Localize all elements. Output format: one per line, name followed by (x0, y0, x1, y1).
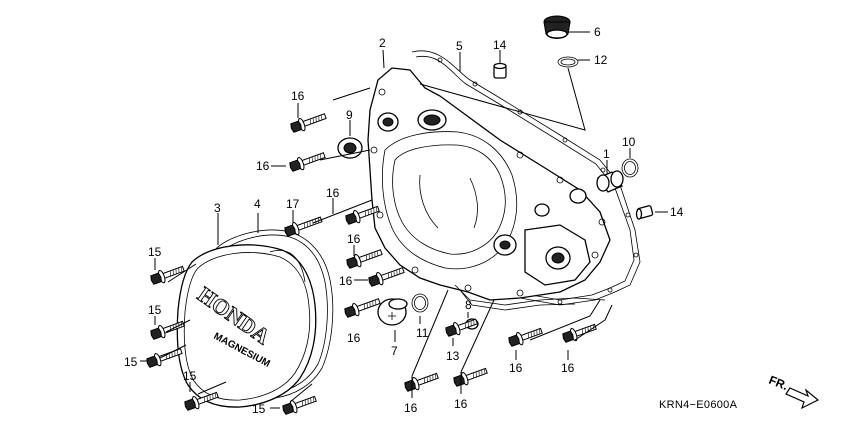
callout-16: 16 (509, 361, 523, 375)
callout-16: 16 (404, 401, 418, 415)
callout-4: 4 (254, 197, 261, 211)
flange-bolt (404, 372, 439, 392)
flange-bolt (345, 205, 380, 225)
callout-5: 5 (456, 39, 463, 53)
drawing-code: KRN4−E0600A (659, 399, 738, 411)
leader-lines (140, 31, 668, 409)
callout-15: 15 (148, 303, 162, 317)
callout-16: 16 (256, 159, 270, 173)
flange-bolt (150, 265, 185, 285)
callout-16: 16 (347, 232, 361, 246)
flange-bolt (150, 320, 185, 340)
front-direction-arrow: FR. (767, 373, 820, 410)
arrow-icon (785, 387, 820, 410)
flange-bolt (368, 267, 405, 287)
bushing-1 (596, 170, 624, 193)
flange-bolt (445, 318, 478, 337)
dowel-pin-14b (635, 205, 654, 220)
callout-3: 3 (214, 201, 221, 215)
callout-16: 16 (347, 331, 361, 345)
o-ring-12 (557, 56, 579, 68)
right-crankcase-cover-2 (367, 67, 611, 311)
callout-16: 16 (326, 186, 340, 200)
callout-labels: 2 5 14 6 12 16 9 16 1 10 14 3 4 17 16 16… (124, 25, 684, 416)
flange-bolt (344, 298, 381, 318)
flange-bolt (146, 348, 183, 368)
callout-15: 15 (124, 355, 138, 369)
direction-label: FR. (767, 373, 790, 393)
flange-bolt (508, 327, 543, 347)
flange-bolt (184, 391, 219, 411)
callout-11: 11 (416, 326, 429, 340)
callout-17: 17 (286, 197, 300, 211)
flange-bolt (284, 216, 323, 237)
callout-6: 6 (594, 25, 601, 39)
clutch-cover-3: HONDA MAGNESIUM (176, 244, 317, 408)
callout-7: 7 (391, 344, 398, 358)
flange-bolt (282, 395, 317, 415)
callout-12: 12 (594, 53, 608, 67)
callout-8: 8 (465, 298, 472, 312)
callout-15: 15 (148, 245, 162, 259)
callout-16: 16 (291, 89, 305, 103)
flange-bolt (290, 113, 327, 133)
callout-13: 13 (446, 349, 460, 363)
flange-bolt (562, 323, 597, 343)
callout-14: 14 (493, 38, 507, 52)
callout-16: 16 (454, 397, 468, 411)
o-ring-11 (411, 293, 429, 313)
callout-14: 14 (670, 205, 684, 219)
flange-bolt (346, 249, 383, 269)
oil-seal-9 (337, 137, 363, 159)
callout-2: 2 (379, 36, 386, 50)
flange-bolt (289, 152, 326, 172)
flange-bolt (453, 367, 488, 387)
callout-15: 15 (183, 369, 197, 383)
dowel-pin-14a (493, 62, 507, 79)
o-ring-10 (621, 158, 639, 178)
callout-9: 9 (346, 108, 353, 122)
callout-1: 1 (603, 147, 610, 161)
oil-filler-cap-6 (543, 15, 571, 39)
callout-10: 10 (622, 135, 636, 149)
callout-16: 16 (561, 361, 575, 375)
flange-bolts (146, 113, 597, 415)
callout-16: 16 (339, 274, 353, 288)
callout-15: 15 (252, 402, 266, 416)
plug-7 (377, 298, 408, 326)
